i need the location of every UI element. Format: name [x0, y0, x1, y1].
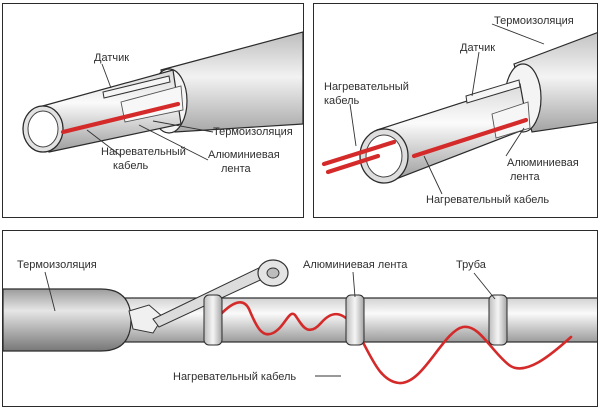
label-aluminum-tape-line2: лента	[510, 171, 541, 183]
heating-cable	[60, 101, 181, 135]
aluminum-tape-band-2	[345, 294, 365, 346]
aluminum-tape-band-3	[488, 294, 508, 346]
label-aluminum-tape: Алюминиевая лента	[303, 259, 408, 271]
pipe-cross-section-diagram-2: Термоизоляция Датчик Нагревательный кабе…	[321, 15, 597, 206]
panel-top-right: Термоизоляция Датчик Нагревательный кабе…	[313, 3, 598, 218]
label-heating-cable: Нагревательный кабель	[173, 371, 296, 383]
heating-cable-end	[321, 139, 397, 167]
pipe-end-inner	[27, 110, 59, 148]
pipe-end-inner	[365, 134, 403, 178]
label-heating-cable-line1: Нагревательный	[101, 146, 186, 158]
thermostat-knob-center	[266, 267, 280, 279]
heating-cable-end-2	[325, 153, 381, 175]
label-insulation: Термоизоляция	[213, 126, 293, 138]
label-insulation: Термоизоляция	[17, 259, 97, 271]
label-sensor: Датчик	[460, 42, 495, 54]
label-aluminum-tape-line1: Алюминиевая	[208, 149, 280, 161]
label-heating-cable-line2: кабель	[113, 160, 149, 172]
sensor-rod	[465, 79, 521, 104]
insulation-section	[3, 288, 132, 352]
panel-bottom: Термоизоляция Алюминиевая лента Труба На…	[2, 230, 598, 407]
aluminum-tape-band-1	[203, 294, 223, 346]
panel-top-left: Датчик Термоизоляция Нагревательный кабе…	[2, 3, 304, 218]
pipe-cross-section-diagram-1: Датчик Термоизоляция Нагревательный кабе…	[22, 31, 303, 175]
heating-cable	[411, 117, 529, 159]
label-aluminum-tape-line1: Алюминиевая	[507, 157, 579, 169]
pipe-longitudinal-diagram: Термоизоляция Алюминиевая лента Труба На…	[3, 259, 597, 385]
label-heating-cable-line1: Нагревательный	[324, 81, 409, 93]
label-heating-cable-line2: кабель	[324, 95, 360, 107]
label-sensor: Датчик	[94, 52, 129, 64]
label-heating-cable-bottom: Нагревательный кабель	[426, 194, 549, 206]
label-aluminum-tape-line2: лента	[221, 163, 252, 175]
label-pipe: Труба	[456, 259, 487, 271]
label-insulation: Термоизоляция	[494, 15, 574, 27]
sensor-rod	[102, 75, 171, 99]
